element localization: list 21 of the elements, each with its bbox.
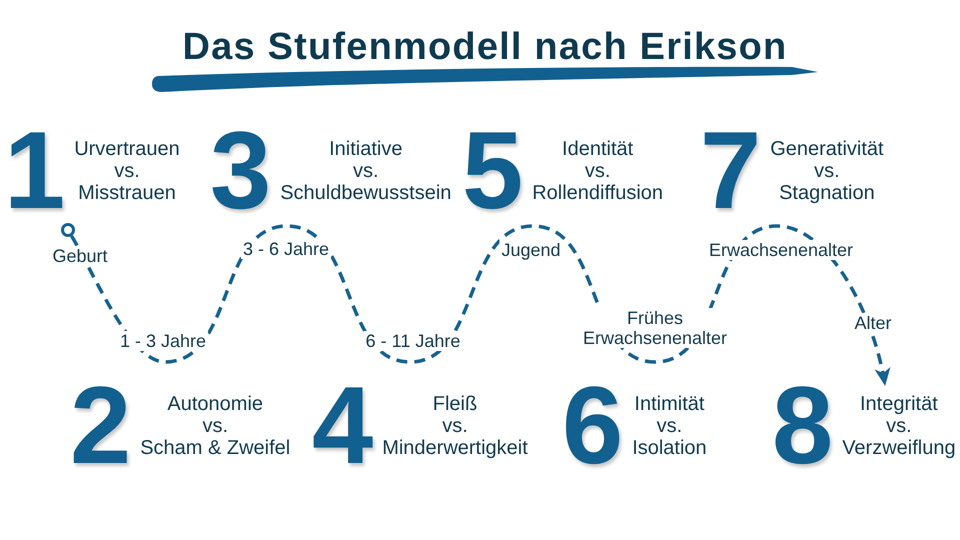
stage-number: 8 [772, 385, 834, 473]
stage-number: 6 [562, 385, 624, 473]
stage-number: 5 [462, 130, 524, 218]
diagram-title: Das Stufenmodell nach Erikson [152, 30, 818, 92]
stage-label: Initiative vs. Schuldbewusstsein [280, 138, 452, 204]
stage-label: Intimität vs. Isolation [632, 393, 707, 459]
stage-label: Autonomie vs. Scham & Zweifel [140, 393, 290, 459]
start-circle [61, 223, 75, 237]
stage-number: 7 [700, 130, 762, 218]
stage-label: Urvertrauen vs. Misstrauen [74, 138, 180, 204]
stage-label: Fleiß vs. Minderwertigkeit [382, 393, 528, 459]
stage-number: 2 [70, 385, 132, 473]
stage-number: 1 [4, 130, 66, 218]
stage-label: Identität vs. Rollendiffusion [532, 138, 664, 204]
age-label: 3 - 6 Jahre [240, 239, 332, 259]
age-label: 6 - 11 Jahre [364, 331, 462, 351]
stage-label: Generativität vs. Stagnation [770, 138, 884, 204]
stage-label: Integrität vs. Verzweiflung [842, 393, 956, 459]
stage-number: 4 [312, 385, 374, 473]
age-label: Alter [852, 313, 894, 333]
stage-number: 3 [210, 130, 272, 218]
